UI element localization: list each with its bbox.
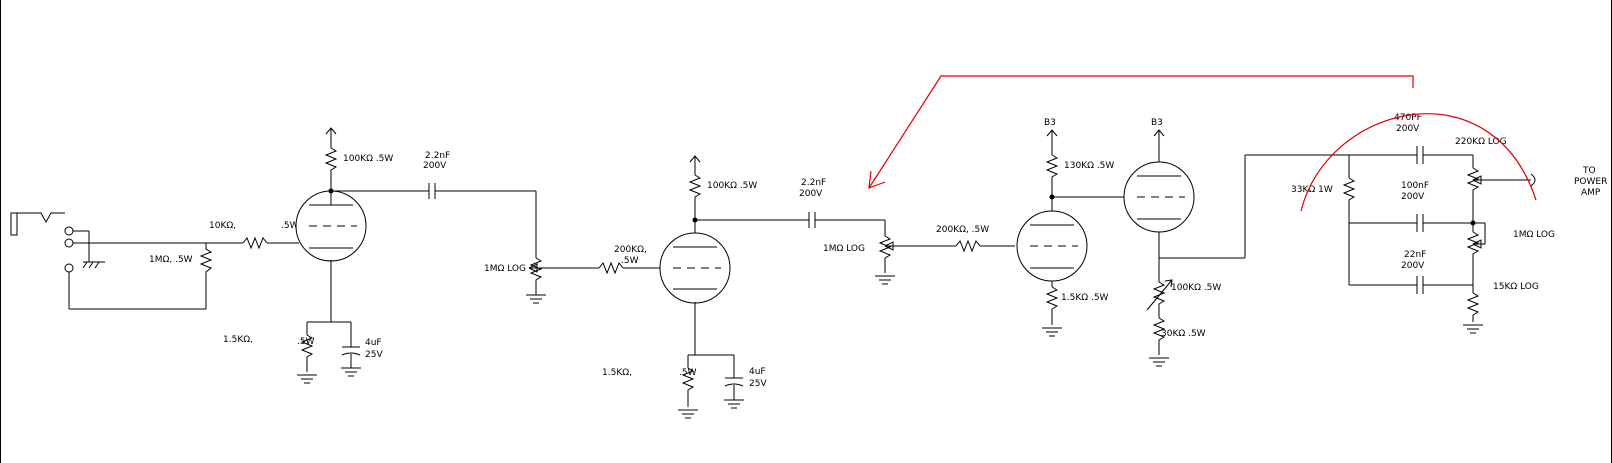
label-b3-2: B3 [1151, 118, 1163, 128]
label-4uf-2b: 25V [749, 379, 767, 389]
label-1m-log-1: 1MΩ LOG [484, 264, 526, 274]
label-33k: 33KΩ 1W [1291, 185, 1333, 195]
tone-stack: 470PF 200V 33KΩ 1W 100nF 200V 22nF 200V … [1244, 113, 1607, 334]
label-22nf-1b: 200V [423, 161, 447, 171]
label-4uf-1b: 25V [365, 350, 383, 360]
label-power: POWER [1574, 177, 1607, 187]
label-1m-input: 1MΩ, .5W [149, 255, 193, 265]
label-5w-cath1: .5W [297, 337, 315, 347]
stage-2: 200KΩ, .5W 100KΩ .5W 2.2nF 200V 1MΩ LOG … [528, 155, 896, 419]
label-15k-2: 1.5KΩ, [602, 368, 632, 378]
label-22nf-2a: 2.2nF [801, 178, 826, 188]
label-22nf-3a: 22nF [1404, 250, 1426, 260]
label-100nf-a: 100nF [1401, 181, 1429, 191]
label-200k-2: 200KΩ, .5W [936, 225, 989, 235]
label-amp: AMP [1581, 188, 1601, 198]
label-22nf-1a: 2.2nF [425, 151, 450, 161]
label-100k-plate1: 100KΩ .5W [343, 154, 393, 164]
red-annotation [868, 75, 1537, 212]
label-100nf-b: 200V [1401, 192, 1425, 202]
label-22nf-3b: 200V [1401, 261, 1425, 271]
label-200k-1b: .5W [621, 256, 639, 266]
label-200k-1a: 200KΩ, [614, 245, 647, 255]
input-jack [10, 212, 206, 310]
label-220k-log: 220KΩ LOG [1455, 137, 1507, 147]
label-4uf-2a: 4uF [749, 367, 766, 377]
label-5w-grid1: .5W [281, 221, 299, 231]
label-30k: 30KΩ .5W [1161, 329, 1206, 339]
label-b3-1: B3 [1044, 118, 1056, 128]
label-5w-cath2: .5W [679, 368, 697, 378]
label-1m-log-3: 1MΩ LOG [1513, 230, 1555, 240]
label-4uf-1a: 4uF [365, 338, 382, 348]
stage-3: 200KΩ, .5W B3 130KΩ .5W 1.5KΩ .5W B3 10 [884, 118, 1245, 367]
label-15k-3: 1.5KΩ .5W [1061, 293, 1109, 303]
label-15k-1: 1.5KΩ, [223, 335, 253, 345]
label-130k: 130KΩ .5W [1064, 161, 1114, 171]
label-1m-log-2: 1MΩ LOG [823, 244, 865, 254]
label-15k-log: 15KΩ LOG [1493, 282, 1539, 292]
stage-1: 1MΩ, .5W 10KΩ, .5W 100KΩ .5W 2.2nF 200V … [149, 127, 547, 384]
label-22nf-2b: 200V [799, 189, 823, 199]
label-10k: 10KΩ, [209, 221, 236, 231]
label-100k-3: 100KΩ .5W [1171, 283, 1221, 293]
label-to: TO [1582, 166, 1596, 176]
label-470pf-a: 470PF [1394, 113, 1422, 123]
label-470pf-b: 200V [1396, 124, 1420, 134]
label-100k-plate2: 100KΩ .5W [707, 181, 757, 191]
